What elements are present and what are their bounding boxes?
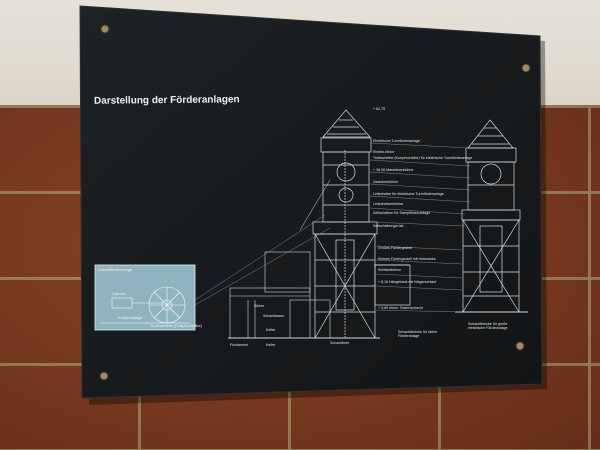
label: + 8,10 Hängebank mit Wagenumlauf: [378, 280, 437, 284]
screw-icon: [515, 341, 525, 351]
headframe-tower-left: [299, 109, 411, 339]
label: Seilfahrtbühne: [378, 268, 402, 272]
board-title: Darstellung der Förderanlagen: [93, 94, 240, 107]
label: Schachtraum: [263, 314, 285, 318]
label: Leitscheibenbühne: [373, 202, 404, 206]
label: Keller: [266, 343, 276, 347]
building-drawing: [228, 251, 380, 339]
label: Großes Fördergestell: [378, 246, 412, 250]
inset-panel: [94, 264, 196, 331]
label: Schachtbrücke für große elektrische Förd…: [468, 322, 508, 330]
inset-heading: Dampfförderanlage: [98, 267, 133, 272]
steam-engine-drawing: [100, 286, 190, 324]
label: Elektro-Motor: [373, 150, 395, 154]
headframe-tower-right: [455, 119, 528, 313]
screw-icon: [99, 371, 109, 381]
board-plate: [79, 5, 543, 399]
inset-label: Treibscheibe (Koepescheibe): [150, 323, 202, 328]
leader-lines: [194, 142, 471, 313]
screw-icon: [521, 63, 531, 73]
label: Leitscheibe für elektrische Turmförderan…: [373, 192, 444, 196]
label: Keller: [266, 328, 276, 332]
label: + 5,60 ehem. Rasenschacht: [378, 306, 423, 310]
label: Elektrische Turmförderanlage: [373, 139, 420, 143]
label: + 38,90 Maschinenbühne: [373, 168, 414, 172]
screw-icon: [100, 24, 110, 34]
label: Schachtrohr: [330, 341, 350, 345]
level-marker-top: + 62,75: [373, 107, 386, 111]
label: Fundament: [230, 343, 249, 347]
label: Seilscheiben für Dampfförderanlage: [373, 211, 431, 215]
label: Schachtbrücke für kleine Förderanlage: [398, 330, 438, 338]
inset-label: Kolbenstange: [118, 315, 143, 320]
label: Zwischenbühne: [373, 180, 399, 184]
inset-label: Zylinder: [112, 291, 127, 296]
label: Seilscheibengerüst: [373, 224, 404, 228]
label: Treibscheibe (Koepescheibe) für elektris…: [373, 156, 473, 160]
label: Kleines Fördergestell mit Hubmaske: [378, 257, 436, 261]
label: Stütze: [254, 304, 265, 308]
